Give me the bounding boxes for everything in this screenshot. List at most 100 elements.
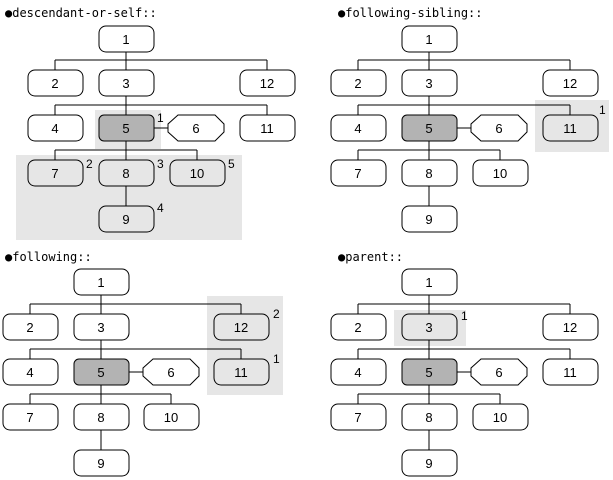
node-12: 12	[239, 69, 296, 97]
node-6-attribute: 6	[470, 114, 528, 142]
node-label: 7	[354, 410, 361, 425]
node-8: 8	[401, 403, 458, 431]
panel-title: ●following::	[5, 250, 92, 264]
node-9: 9	[401, 205, 458, 233]
node-8: 8	[73, 403, 130, 431]
node-label: 11	[563, 365, 577, 380]
node-2: 2	[330, 69, 387, 97]
node-11: 11	[542, 114, 599, 142]
node-label: 12	[563, 320, 577, 335]
position-index: 2	[86, 157, 93, 171]
node-label: 9	[97, 456, 104, 471]
node-label: 10	[164, 410, 178, 425]
node-1: 1	[98, 25, 155, 53]
node-6-attribute: 6	[142, 358, 200, 386]
panel-parent: ●parent:: 1 2 3 12 4 5 6 11 7 8	[330, 250, 599, 477]
node-3: 3	[73, 313, 130, 341]
node-4: 4	[330, 358, 387, 386]
node-label: 7	[51, 166, 58, 181]
position-index: 1	[157, 111, 164, 125]
node-5-context: 5	[401, 114, 458, 142]
node-label: 6	[167, 365, 174, 380]
node-label: 4	[354, 365, 361, 380]
node-label: 12	[563, 76, 577, 91]
node-7: 7	[27, 159, 84, 187]
node-12: 12	[542, 69, 599, 97]
node-3: 3	[401, 313, 458, 341]
node-label: 10	[493, 166, 507, 181]
node-5-context: 5	[73, 358, 130, 386]
node-1: 1	[401, 25, 458, 53]
node-label: 7	[354, 166, 361, 181]
node-label: 1	[425, 275, 432, 290]
node-11: 11	[542, 358, 599, 386]
panel-following: ●following:: 1 2 3 12 4 5 6 11 7	[2, 250, 283, 477]
position-index: 1	[273, 352, 280, 366]
panel-title: ●parent::	[338, 250, 403, 264]
node-1: 1	[401, 268, 458, 296]
node-9: 9	[98, 205, 155, 233]
node-8: 8	[401, 159, 458, 187]
position-index: 1	[599, 103, 606, 117]
node-3: 3	[401, 69, 458, 97]
node-7: 7	[330, 159, 387, 187]
node-10: 10	[472, 403, 529, 431]
node-label: 11	[234, 365, 248, 380]
node-label: 7	[26, 410, 33, 425]
node-10: 10	[472, 159, 529, 187]
node-label: 5	[97, 365, 104, 380]
node-label: 9	[425, 212, 432, 227]
position-index: 2	[273, 307, 280, 321]
node-label: 5	[425, 121, 432, 136]
node-label: 12	[260, 76, 274, 91]
node-6-attribute: 6	[470, 358, 528, 386]
node-label: 2	[354, 320, 361, 335]
position-index: 3	[157, 157, 164, 171]
node-12: 12	[542, 313, 599, 341]
node-label: 2	[51, 76, 58, 91]
panel-title: ●following-sibling::	[338, 6, 483, 20]
node-10: 10	[169, 159, 226, 187]
node-label: 3	[122, 76, 129, 91]
node-label: 8	[425, 166, 432, 181]
node-label: 6	[495, 365, 502, 380]
node-label: 8	[122, 166, 129, 181]
position-index: 4	[157, 201, 164, 215]
node-label: 11	[563, 121, 577, 136]
node-label: 1	[97, 275, 104, 290]
node-8: 8	[98, 159, 155, 187]
node-label: 9	[122, 212, 129, 227]
node-2: 2	[330, 313, 387, 341]
node-label: 4	[354, 121, 361, 136]
node-label: 3	[97, 320, 104, 335]
node-9: 9	[73, 449, 130, 477]
node-5-context: 5	[401, 358, 458, 386]
node-label: 2	[26, 320, 33, 335]
node-label: 1	[122, 32, 129, 47]
node-label: 4	[51, 121, 58, 136]
node-7: 7	[330, 403, 387, 431]
node-label: 5	[425, 365, 432, 380]
panel-following-sibling: ●following-sibling:: 1 2 3 12 4 5 6 11	[330, 6, 609, 233]
node-10: 10	[143, 403, 200, 431]
node-label: 2	[354, 76, 361, 91]
node-label: 11	[260, 121, 274, 136]
position-index: 5	[228, 157, 235, 171]
node-label: 9	[425, 456, 432, 471]
panel-title: ●descendant-or-self::	[5, 6, 157, 20]
node-label: 12	[234, 320, 248, 335]
node-7: 7	[2, 403, 59, 431]
node-2: 2	[27, 69, 84, 97]
node-11: 11	[239, 114, 296, 142]
node-11: 11	[213, 358, 270, 386]
node-label: 10	[493, 410, 507, 425]
node-12: 12	[213, 313, 270, 341]
node-label: 6	[495, 121, 502, 136]
node-label: 8	[425, 410, 432, 425]
node-label: 8	[97, 410, 104, 425]
node-3: 3	[98, 69, 155, 97]
node-9: 9	[401, 449, 458, 477]
node-6-attribute: 6	[167, 114, 225, 142]
node-label: 5	[122, 121, 129, 136]
